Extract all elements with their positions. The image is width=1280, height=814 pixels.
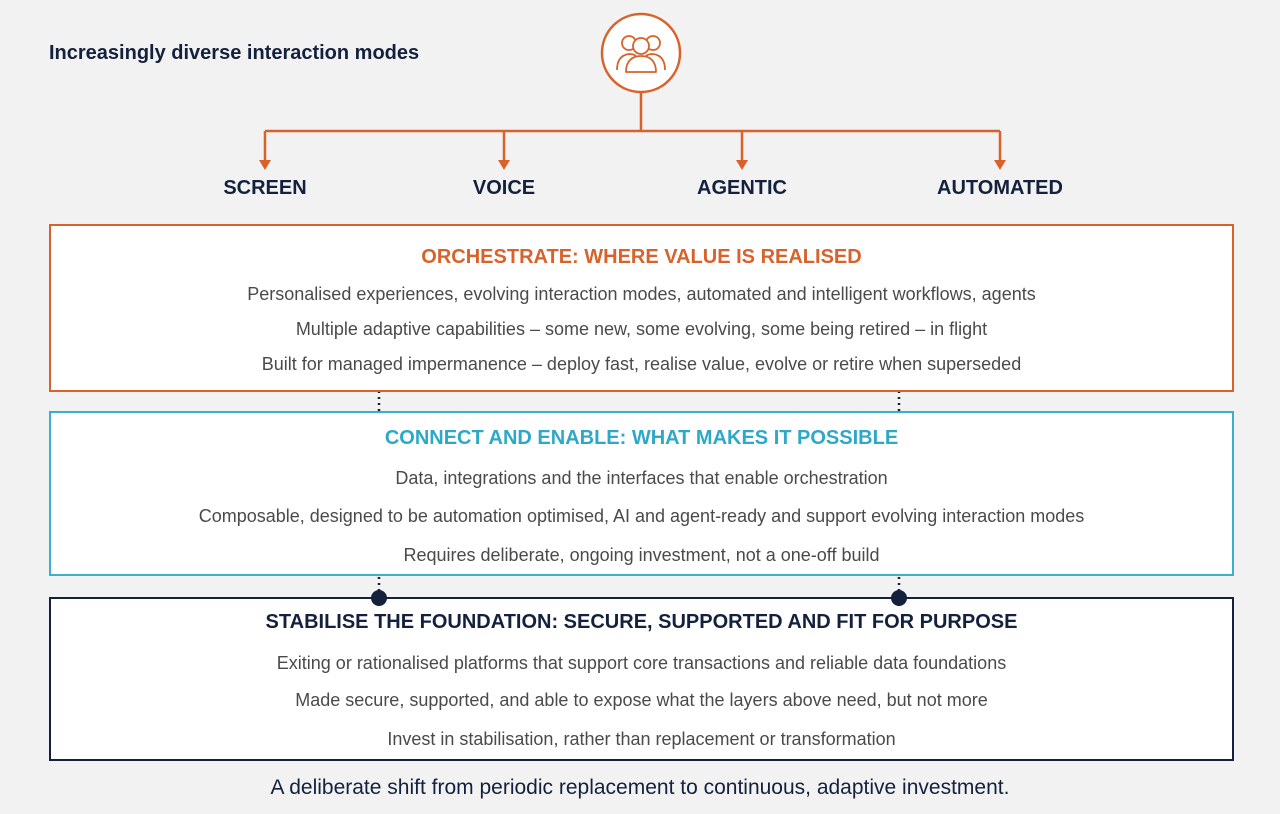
mode-label-voice: VOICE bbox=[472, 177, 536, 199]
layer-line: Invest in stabilisation, rather than rep… bbox=[387, 729, 896, 749]
layer-connect-enable: CONNECT AND ENABLE: WHAT MAKES IT POSSIB… bbox=[49, 411, 1234, 576]
arrowhead-agentic bbox=[736, 160, 748, 170]
arrowhead-screen bbox=[259, 160, 271, 170]
mode-connector-tree bbox=[263, 92, 1002, 161]
arrowhead-automated bbox=[994, 160, 1006, 170]
layer-line: Multiple adaptive capabilities – some ne… bbox=[295, 319, 988, 339]
layer-orchestrate: ORCHESTRATE: WHERE VALUE IS REALISED Per… bbox=[49, 224, 1234, 392]
layer-line: Made secure, supported, and able to expo… bbox=[295, 690, 988, 710]
mode-label-screen: SCREEN bbox=[223, 177, 307, 199]
layer-heading: CONNECT AND ENABLE: WHAT MAKES IT POSSIB… bbox=[384, 427, 899, 449]
layer-heading: STABILISE THE FOUNDATION: SECURE, SUPPOR… bbox=[265, 611, 1018, 633]
layer-line: Requires deliberate, ongoing investment,… bbox=[403, 545, 880, 565]
mode-arrowheads bbox=[259, 160, 1006, 170]
layer-line: Composable, designed to be automation op… bbox=[198, 506, 1085, 526]
layer-line: Built for managed impermanence – deploy … bbox=[261, 354, 1022, 374]
mode-label-automated: AUTOMATED bbox=[937, 177, 1063, 199]
footer-statement: A deliberate shift from periodic replace… bbox=[270, 776, 1010, 799]
layer-stabilise-foundation: STABILISE THE FOUNDATION: SECURE, SUPPOR… bbox=[49, 597, 1234, 761]
arrowhead-voice bbox=[498, 160, 510, 170]
people-group-icon bbox=[616, 35, 666, 73]
diagram-title: Increasingly diverse interaction modes bbox=[49, 42, 420, 64]
layer-line: Personalised experiences, evolving inter… bbox=[247, 284, 1036, 304]
layer-line: Data, integrations and the interfaces th… bbox=[395, 468, 888, 488]
mode-label-agentic: AGENTIC bbox=[697, 177, 787, 199]
layer-heading: ORCHESTRATE: WHERE VALUE IS REALISED bbox=[421, 246, 862, 268]
layer-line: Exiting or rationalised platforms that s… bbox=[276, 653, 1007, 673]
